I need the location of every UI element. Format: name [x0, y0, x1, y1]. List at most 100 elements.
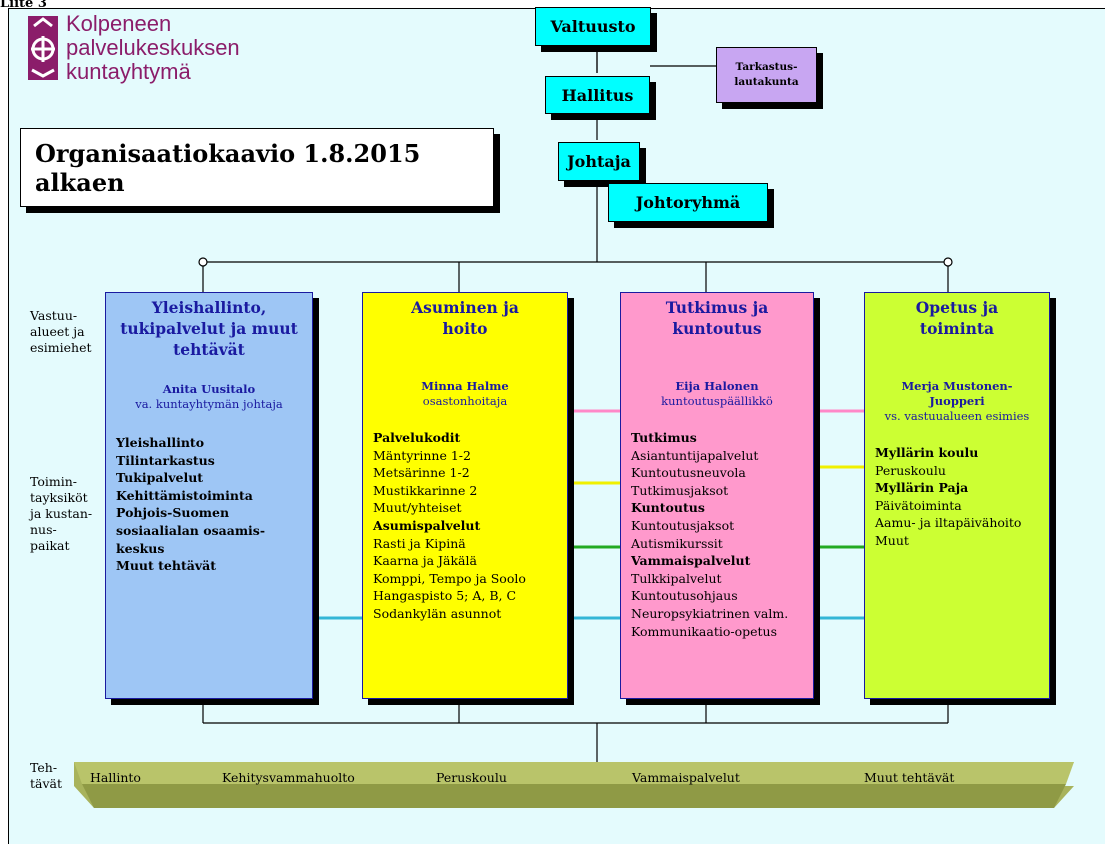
column-manager-name: Minna Halme: [421, 379, 509, 393]
column-item: Metsärinne 1-2: [373, 465, 470, 481]
page-title-text: Organisaatiokaavio 1.8.2015 alkaen: [35, 138, 421, 197]
column-item: Sodankylän asunnot: [373, 605, 502, 621]
column-item: Muut/yhteiset: [373, 500, 462, 516]
column-item: Myllärin Paja: [875, 480, 969, 496]
column-title-line: Opetus ja: [915, 298, 999, 317]
column-item: Hangaspisto 5; A, B, C: [373, 588, 517, 604]
column-item: Tutkimus: [631, 430, 697, 445]
column-opetus: Opetus ja toiminta Merja Mustonen-Juoppe…: [864, 292, 1050, 699]
column-item: Muut: [875, 532, 909, 548]
column-item: Neuropsykiatrinen valm.: [631, 605, 789, 621]
column-item: Rasti ja Kipinä: [373, 535, 466, 551]
logo-line-2: palvelukeskuksen: [66, 35, 240, 60]
column-title-line: Asuminen ja: [411, 298, 519, 317]
column-item: Palvelukodit: [373, 430, 461, 445]
column-item: keskus: [116, 540, 165, 556]
column-item: Kuntoutusjaksot: [631, 517, 735, 533]
column-item: Asumispalvelut: [373, 517, 481, 533]
side-label-vastuualueet: Vastuu- alueet ja esimiehet: [30, 308, 92, 356]
column-manager-name: Anita Uusitalo: [162, 382, 256, 396]
column-item: Komppi, Tempo ja Soolo: [373, 570, 526, 586]
logo-mark: [28, 16, 58, 80]
page-title: Organisaatiokaavio 1.8.2015 alkaen: [20, 128, 494, 207]
task-peruskoulu: Peruskoulu: [436, 770, 507, 785]
column-item: Kommunikaatio-opetus: [631, 623, 777, 639]
column-title-line: toiminta: [919, 319, 995, 338]
column-title-line: hoito: [442, 319, 488, 338]
column-title: Asuminen ja hoito: [373, 297, 557, 339]
column-item: Päivätoiminta: [875, 497, 962, 513]
task-kehitysvammahuolto: Kehitysvammahuolto: [222, 770, 355, 785]
side-vastuu-line: alueet ja: [30, 324, 85, 339]
column-title-line: tukipalvelut ja muut: [120, 319, 298, 338]
tarkastuslautakunta-box: Tarkastus- lautakunta: [716, 47, 817, 103]
side-toimin-line: tayksiköt: [30, 490, 88, 505]
column-manager-role: va. kuntayhtymän johtaja: [135, 397, 283, 411]
column-item: Autismikurssit: [631, 535, 723, 551]
tarkastus-line-2: lautakunta: [734, 76, 799, 88]
logo-line-3: kuntayhtymä: [66, 59, 191, 84]
column-title-line: Tutkimus ja: [665, 298, 769, 317]
column-item: Tilintarkastus: [116, 452, 215, 468]
column-item: Mustikkarinne 2: [373, 482, 478, 498]
task-band: [74, 762, 1074, 808]
column-item: Pohjois-Suomen: [116, 505, 230, 521]
column-item: sosiaalialan osaamis-: [116, 522, 266, 538]
column-manager-name: Merja Mustonen-Juopperi: [901, 379, 1013, 408]
side-toimin-line: paikat: [30, 538, 70, 553]
task-hallinto: Hallinto: [90, 770, 141, 785]
hallitus-box: Hallitus: [545, 76, 650, 114]
column-item: Kehittämistoiminta: [116, 487, 253, 503]
column-asuminen: Asuminen ja hoito Minna Halme osastonhoi…: [362, 292, 568, 699]
column-yleishallinto: Yleishallinto, tukipalvelut ja muut teht…: [105, 292, 313, 699]
column-title-line: kuntoutus: [672, 319, 762, 338]
johtoryhma-label: Johtoryhmä: [635, 193, 741, 212]
side-toimin-line: ja kustan-: [30, 506, 93, 521]
column-item: Yleishallinto: [116, 435, 205, 450]
johtoryhma-box: Johtoryhmä: [608, 183, 768, 222]
task-vammaispalvelut: Vammaispalvelut: [632, 770, 740, 785]
hallitus-label: Hallitus: [561, 85, 634, 105]
column-tutkimus: Tutkimus ja kuntoutus Eija Halonen kunto…: [620, 292, 814, 699]
column-item: Vammaispalvelut: [631, 553, 751, 569]
side-label-toimintayksikot: Toimin- tayksiköt ja kustan- nus- paikat: [30, 474, 92, 554]
column-item: Tulkkipalvelut: [631, 570, 722, 586]
column-title: Yleishallinto, tukipalvelut ja muut teht…: [116, 297, 302, 360]
logo-line-1: Kolpeneen: [66, 11, 172, 36]
appendix-label: Liite 3: [0, 0, 47, 11]
column-item: Myllärin koulu: [875, 445, 979, 460]
column-manager-role: vs. vastuualueen esimies: [884, 409, 1030, 423]
side-toimin-line: nus-: [30, 522, 57, 537]
side-teh-line: Teh-: [30, 760, 58, 775]
valtuusto-box: Valtuusto: [535, 7, 651, 46]
task-muut-tehtavat: Muut tehtävät: [864, 770, 955, 785]
column-item: Kuntoutus: [631, 500, 705, 516]
column-manager-role: osastonhoitaja: [422, 394, 508, 408]
column-item: Kuntoutusohjaus: [631, 588, 738, 604]
johtaja-label: Johtaja: [567, 152, 631, 171]
column-item: Mäntyrinne 1-2: [373, 447, 471, 463]
column-title-line: tehtävät: [173, 340, 245, 359]
johtaja-box: Johtaja: [558, 142, 640, 181]
column-item: Asiantuntijapalvelut: [631, 447, 759, 463]
column-item: Kuntoutusneuvola: [631, 465, 746, 481]
side-vastuu-line: Vastuu-: [30, 308, 78, 323]
column-item: Muut tehtävät: [116, 558, 216, 574]
side-vastuu-line: esimiehet: [30, 340, 92, 355]
column-item: Kaarna ja Jäkälä: [373, 553, 477, 569]
column-item: Aamu- ja iltapäivähoito: [875, 515, 1022, 531]
column-item: Peruskoulu: [875, 462, 946, 478]
column-title-line: Yleishallinto,: [151, 298, 267, 317]
tarkastus-line-1: Tarkastus-: [735, 61, 798, 73]
column-item: Tukipalvelut: [116, 470, 204, 486]
valtuusto-label: Valtuusto: [550, 17, 636, 36]
side-label-tehtavat: Teh- tävät: [30, 760, 62, 792]
column-manager-name: Eija Halonen: [675, 379, 759, 393]
side-teh-line: tävät: [30, 776, 63, 791]
